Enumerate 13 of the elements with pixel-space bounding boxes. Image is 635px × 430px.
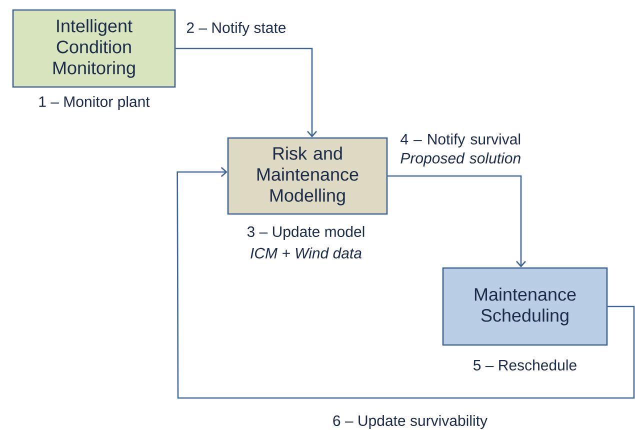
arrow: [176, 167, 635, 399]
process-box: Risk and Maintenance Modelling: [227, 137, 388, 215]
step-caption: ICM + Wind data: [250, 247, 362, 258]
process-box: Intelligent Condition Monitoring: [12, 9, 176, 88]
step-caption: 1 – Monitor plant: [39, 96, 150, 110]
arrow: [388, 175, 526, 268]
edge-label: 2 – Notify state: [186, 22, 286, 36]
edge-label: 6 – Update survivability: [333, 415, 488, 429]
process-box: Maintenance Scheduling: [442, 267, 608, 346]
arrow: [176, 48, 317, 138]
edge-label: 4 – Notify survival Proposed solution: [400, 134, 520, 166]
step-caption: 3 – Update model: [247, 226, 364, 240]
step-caption: 5 – Reschedule: [473, 359, 576, 370]
